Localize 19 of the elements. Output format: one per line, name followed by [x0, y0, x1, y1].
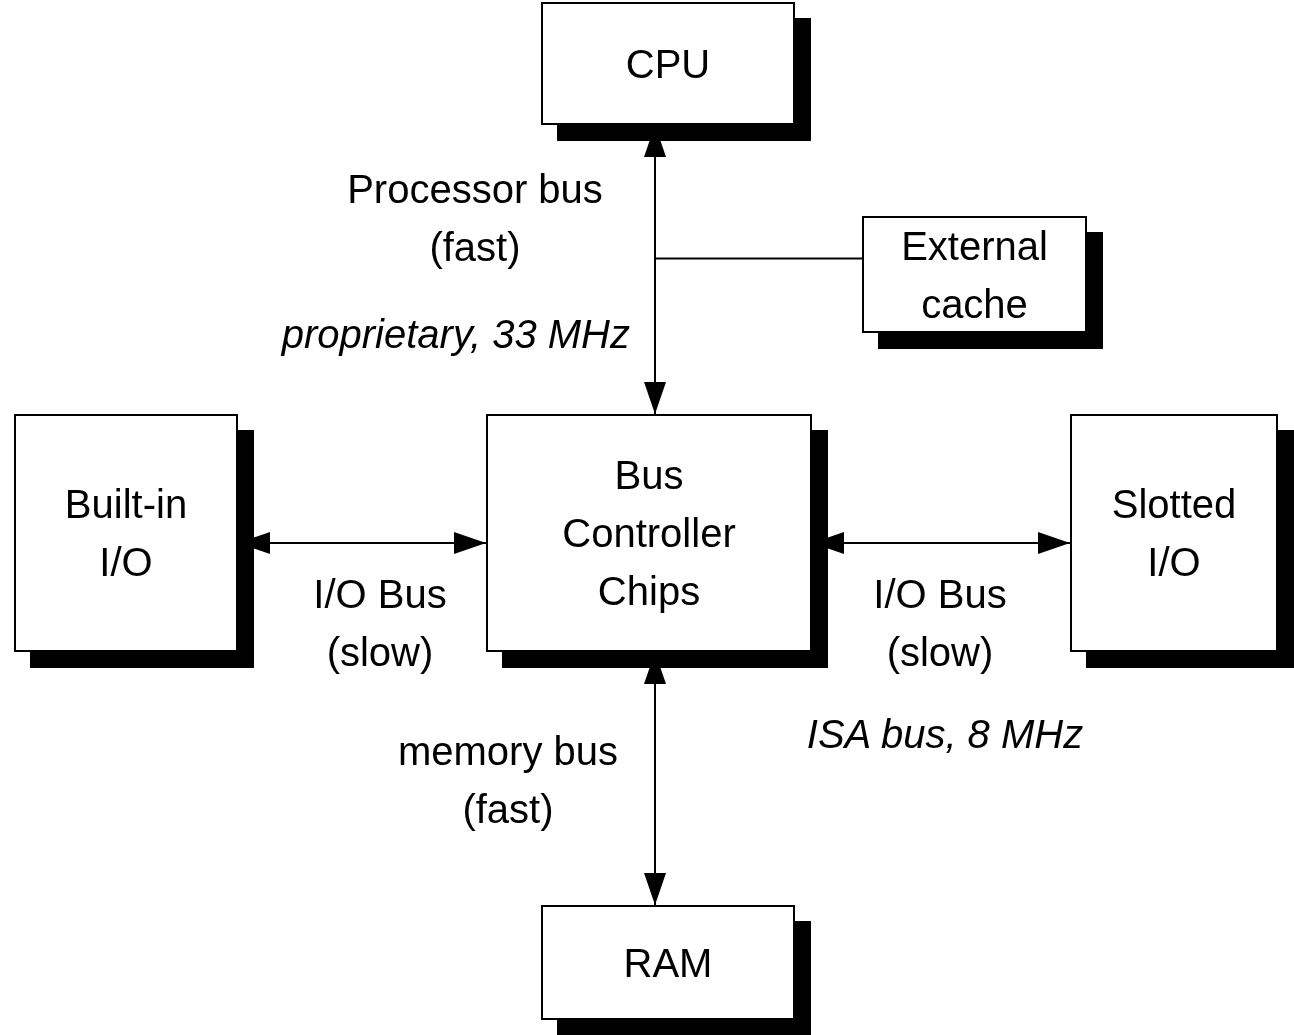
block-label: Bus Controller Chips	[561, 452, 737, 615]
edge-label: memory bus (fast)	[396, 728, 620, 833]
block-box	[486, 414, 812, 652]
connector-line	[654, 257, 863, 260]
block-label: RAM	[623, 939, 713, 987]
block-box	[541, 2, 795, 125]
edge-label: I/O Bus (slow)	[872, 571, 1008, 676]
block-label: External cache	[900, 222, 1049, 328]
edge-label: I/O Bus (slow)	[312, 571, 448, 676]
bus-spec-note: proprietary, 33 MHz	[280, 311, 630, 358]
block-label: Slotted I/O	[1110, 481, 1238, 586]
edge-label: Processor bus (fast)	[346, 166, 604, 271]
block-box	[14, 414, 238, 652]
bus-spec-note: ISA bus, 8 MHz	[805, 711, 1085, 758]
block-label: Built-in I/O	[63, 481, 189, 586]
block-box	[862, 216, 1087, 333]
block-box	[541, 905, 795, 1020]
block-label: CPU	[625, 40, 711, 88]
block-box	[1070, 414, 1278, 652]
